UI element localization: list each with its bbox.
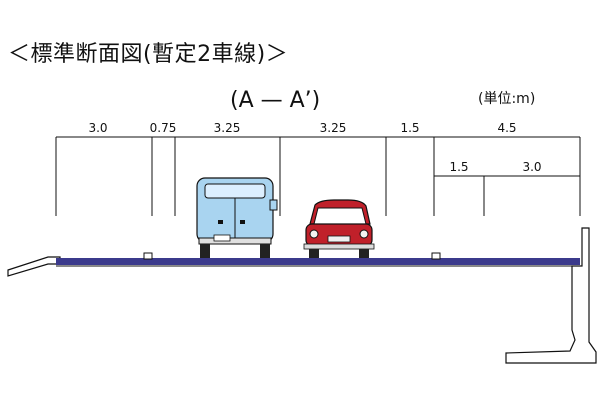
car-icon [303,199,375,258]
road-pavement [56,258,580,265]
left-slope [7,256,61,277]
dim-label: 1.5 [400,121,419,135]
unit-label: (単位:m) [478,91,536,107]
retaining-wall [505,227,597,364]
curb-left [143,252,153,260]
dim-label: 3.25 [320,121,347,135]
dim-label: 1.5 [449,160,468,174]
curb-right [431,252,441,260]
dim-label: 3.25 [214,121,241,135]
diagram-title: ＜標準断面図(暫定2車線)＞ [8,42,289,67]
dim-label: 4.5 [497,121,516,135]
dimension-lines [55,136,581,216]
dim-label: 3.0 [522,160,541,174]
road-section [7,227,597,364]
section-label: (A — A’) [230,88,321,113]
van-icon [196,177,278,258]
dim-label: 0.75 [150,121,177,135]
dim-label: 3.0 [88,121,107,135]
